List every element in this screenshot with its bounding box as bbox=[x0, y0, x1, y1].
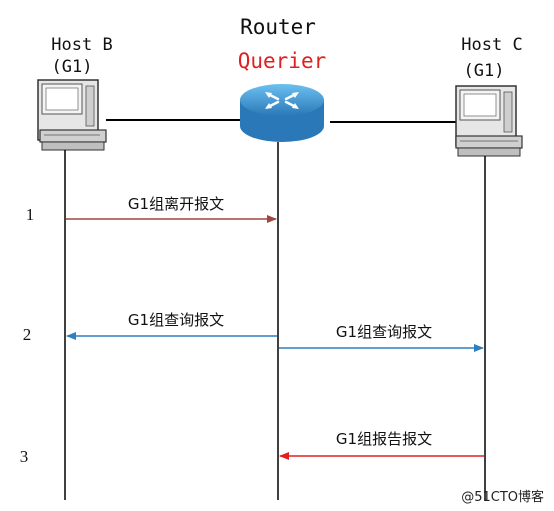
host-c-group: (G1) bbox=[464, 61, 505, 81]
step-number-1: 1 bbox=[26, 205, 35, 224]
host-b-name: Host B bbox=[51, 35, 112, 55]
router-title: Router bbox=[240, 15, 316, 39]
router-role: Querier bbox=[238, 49, 327, 73]
host-b-pc-icon bbox=[37, 79, 107, 151]
step-number-2: 2 bbox=[23, 325, 32, 344]
host-c-name: Host C bbox=[461, 35, 522, 55]
query-message-label-host-c: G1组查询报文 bbox=[336, 323, 432, 341]
host-b-group: (G1) bbox=[52, 57, 93, 77]
leave-message-label: G1组离开报文 bbox=[128, 195, 224, 213]
host-c-pc-icon bbox=[455, 85, 523, 157]
router-icon bbox=[240, 84, 324, 142]
query-message-label-host-b: G1组查询报文 bbox=[128, 311, 224, 329]
step-number-3: 3 bbox=[20, 447, 29, 466]
report-message-label: G1组报告报文 bbox=[336, 430, 432, 448]
watermark: @51CTO博客 bbox=[461, 490, 544, 505]
